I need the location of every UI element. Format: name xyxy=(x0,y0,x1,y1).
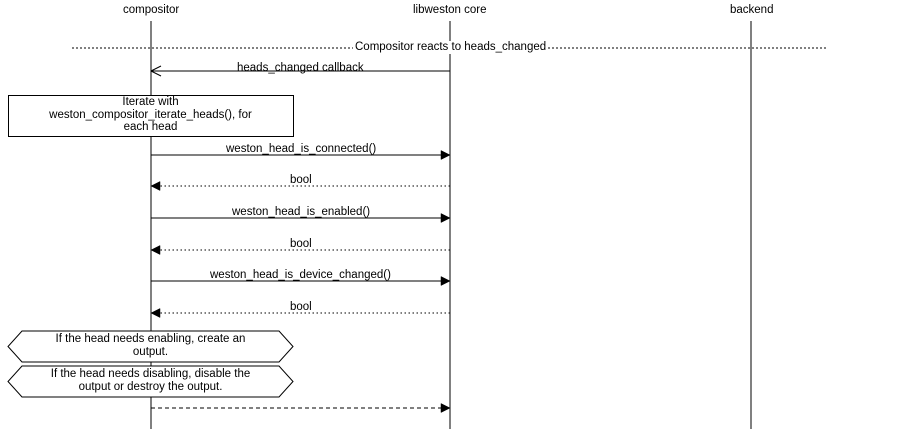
divider-label: Compositor reacts to heads_changed xyxy=(353,41,549,54)
message-label-5: weston_head_is_device_changed() xyxy=(210,269,391,281)
message-label-0: heads_changed callback xyxy=(237,62,364,74)
arrowhead-filled xyxy=(150,308,161,318)
message-label-3: weston_head_is_enabled() xyxy=(232,206,371,218)
participant-label-backend: backend xyxy=(730,4,774,16)
arrowhead-filled xyxy=(440,276,451,286)
message-label-6: bool xyxy=(290,301,312,313)
arrowhead-filled xyxy=(440,150,451,160)
arrowhead-filled xyxy=(150,245,161,255)
message-label-2: bool xyxy=(290,174,312,186)
condition-text-1: If the head needs disabling, disable the… xyxy=(50,368,251,393)
condition-hexagon-1 xyxy=(7,365,294,398)
condition-hexagon-0 xyxy=(7,330,294,363)
message-label-1: weston_head_is_connected() xyxy=(226,143,377,155)
message-label-4: bool xyxy=(290,238,312,250)
participant-label-libweston-core: libweston core xyxy=(413,4,487,16)
participant-label-compositor: compositor xyxy=(123,4,180,16)
note-text-0: Iterate with weston_compositor_iterate_h… xyxy=(49,96,252,133)
arrowhead-filled xyxy=(440,403,451,413)
arrowhead-filled xyxy=(150,181,161,191)
arrowhead-open xyxy=(150,65,162,72)
condition-text-0: If the head needs enabling, create an ou… xyxy=(55,333,246,358)
arrowhead-filled xyxy=(440,213,451,223)
note-box-0 xyxy=(8,95,294,137)
arrowhead-open xyxy=(150,70,162,77)
